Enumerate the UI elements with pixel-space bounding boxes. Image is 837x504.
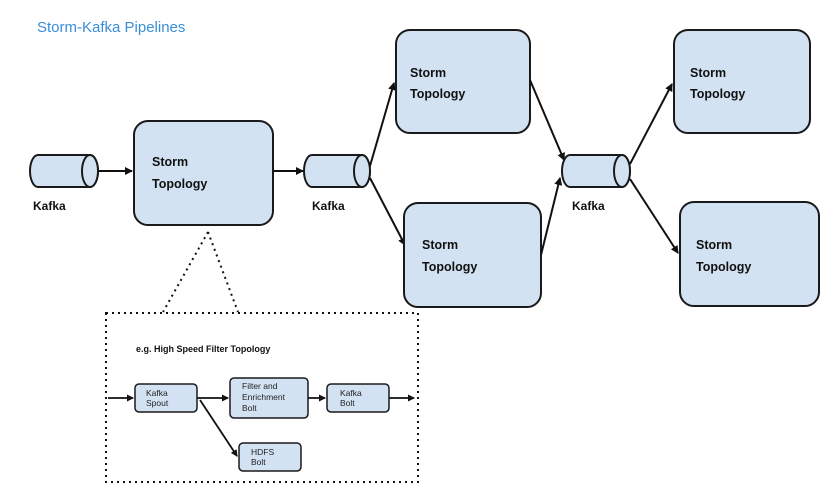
detail-topology-frame	[105, 312, 419, 483]
page-title: Storm-Kafka Pipelines	[37, 19, 185, 36]
detail-arrow-spout-to-hdfs	[199, 399, 238, 457]
storm-topology-upper-right-line2: Topology	[690, 87, 745, 101]
storm-topology-main-line1: Storm	[152, 155, 188, 169]
storm-topology-main: Storm Topology	[133, 120, 274, 226]
storm-topology-lower-right: Storm Topology	[679, 201, 820, 307]
detail-title: e.g. High Speed Filter Topology	[136, 344, 270, 354]
storm-topology-lower-right-line1: Storm	[696, 238, 732, 252]
arrow-kafka2-to-lower	[369, 177, 406, 246]
storm-topology-upper-mid-line2: Topology	[410, 87, 465, 101]
arrow-lower-to-kafka3	[540, 177, 563, 256]
detail-hdfs-bolt-line2: Bolt	[251, 457, 266, 467]
arrow-kafka3-to-lower-right	[629, 178, 679, 254]
storm-topology-lower-mid-line1: Storm	[422, 238, 458, 252]
kafka-queue-3	[561, 154, 631, 188]
detail-kafka-bolt-line2: Bolt	[340, 398, 355, 408]
callout-line-right	[207, 231, 239, 313]
detail-hdfs-bolt-line1: HDFS	[251, 447, 274, 457]
detail-kafka-spout-line2: Spout	[146, 398, 169, 408]
arrow-kafka3-to-upper-right	[629, 83, 673, 165]
kafka-label-3: Kafka	[572, 199, 605, 213]
detail-kafka-bolt: Kafka Bolt	[326, 383, 390, 413]
storm-topology-lower-right-line2: Topology	[696, 260, 751, 274]
callout-line-left	[162, 231, 209, 313]
arrow-kafka2-to-upper	[369, 82, 396, 167]
kafka-label-1: Kafka	[33, 199, 66, 213]
kafka-label-2: Kafka	[312, 199, 345, 213]
storm-topology-lower-mid-line2: Topology	[422, 260, 477, 274]
detail-kafka-spout: Kafka Spout	[134, 383, 198, 413]
detail-kafka-spout-line1: Kafka	[146, 388, 168, 398]
storm-topology-upper-right-line1: Storm	[690, 66, 726, 80]
detail-filter-line1: Filter and	[242, 381, 278, 391]
arrow-upper-to-kafka3	[529, 79, 565, 161]
storm-topology-lower-mid: Storm Topology	[403, 202, 542, 308]
detail-filter-enrichment-bolt: Filter and Enrichment Bolt	[229, 377, 309, 419]
storm-topology-upper-mid: Storm Topology	[395, 29, 531, 134]
storm-topology-upper-right: Storm Topology	[673, 29, 811, 134]
detail-filter-line2: Enrichment	[242, 392, 286, 402]
kafka-queue-1	[29, 154, 99, 188]
storm-topology-main-line2: Topology	[152, 177, 207, 191]
detail-filter-line3: Bolt	[242, 403, 257, 413]
kafka-queue-2	[303, 154, 371, 188]
detail-kafka-bolt-line1: Kafka	[340, 388, 362, 398]
storm-topology-upper-mid-line1: Storm	[410, 66, 446, 80]
detail-hdfs-bolt: HDFS Bolt	[238, 442, 302, 472]
